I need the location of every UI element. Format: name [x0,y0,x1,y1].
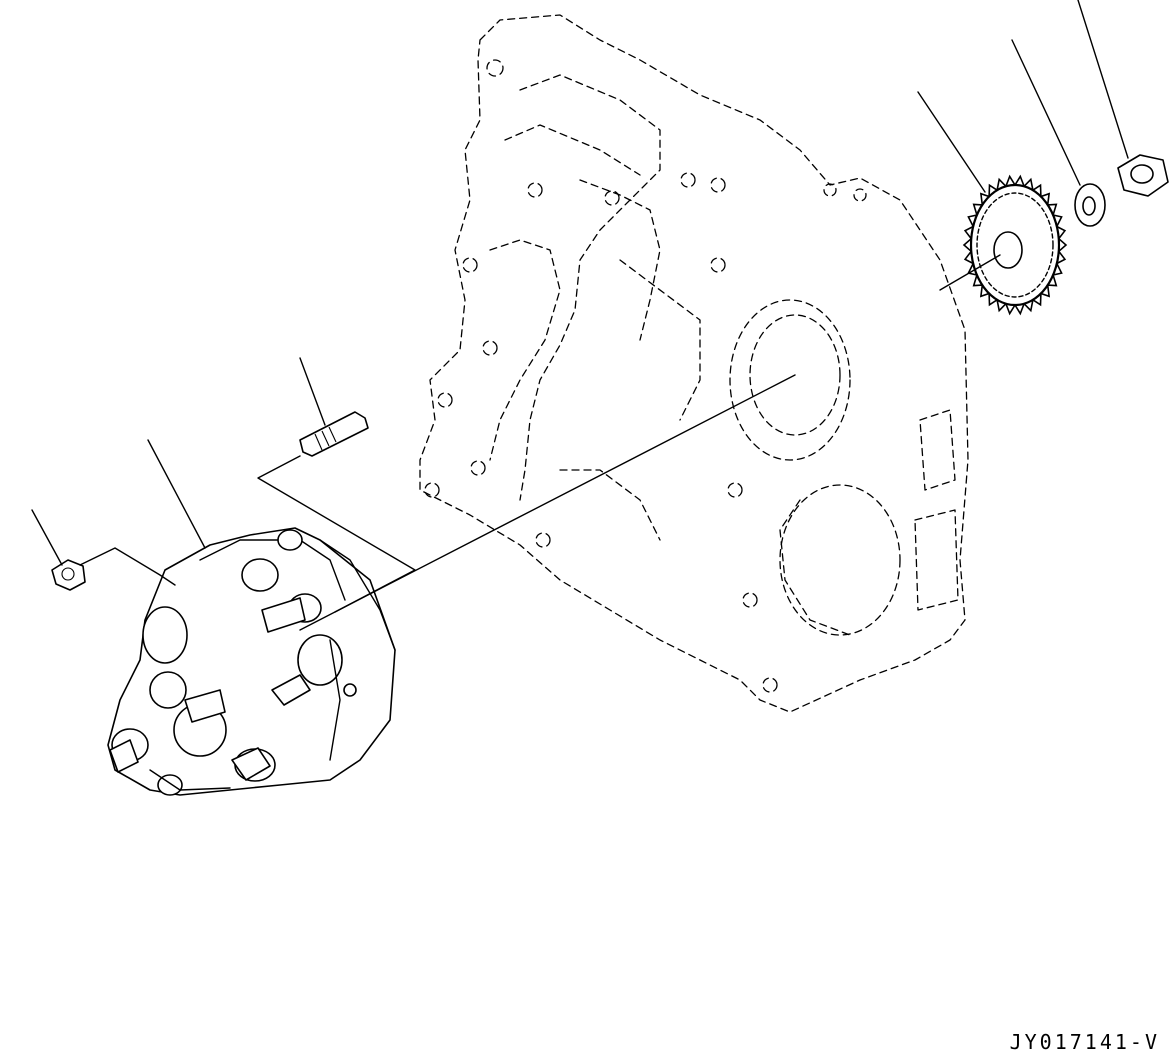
nut-icon [51,559,86,591]
gear-case-housing [419,14,969,713]
stud-icon [299,411,369,457]
hex-nut-icon [1117,154,1169,197]
gear-teeth [962,174,1068,316]
leader-lines [31,0,1129,631]
pump-icon [107,527,396,796]
gear-teeth-outline [962,174,1068,316]
washer-icon [1074,183,1106,227]
gear-icon [969,183,1061,307]
drawing-code: JY017141-V [1009,1030,1160,1054]
